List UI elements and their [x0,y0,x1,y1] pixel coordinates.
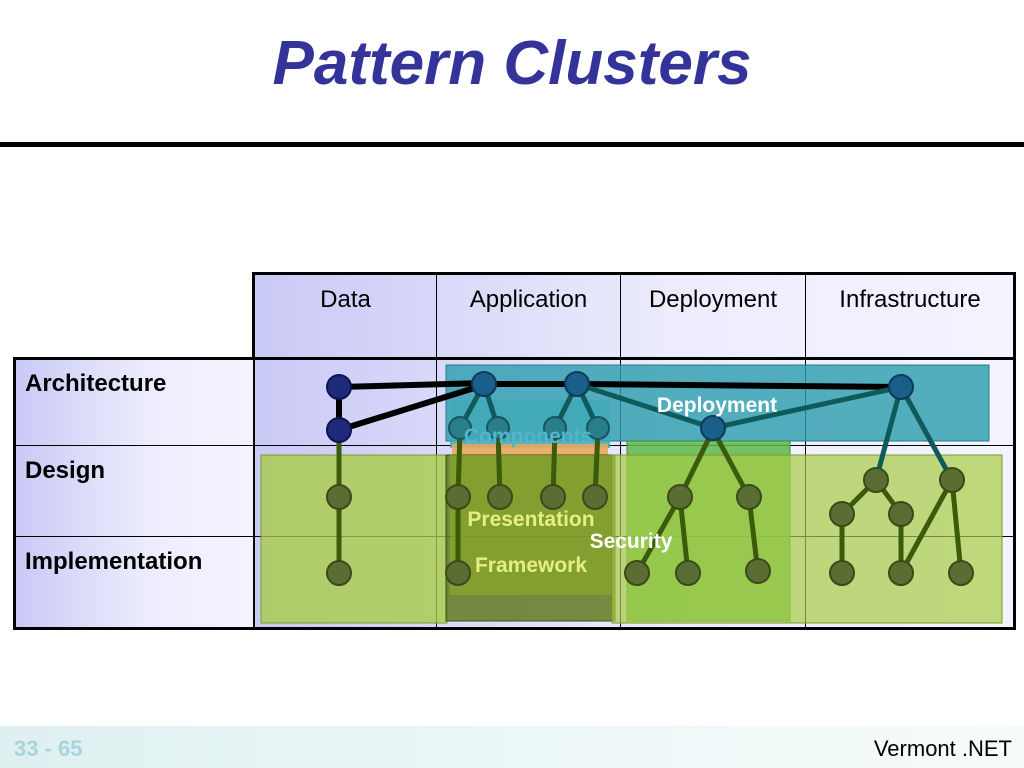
column-divider-3 [805,274,806,629]
node-application-design-3 [540,484,566,510]
node-infrastructure-design-2 [939,467,965,493]
node-infrastructure-design-1 [863,467,889,493]
column-header-infrastructure: Infrastructure [839,286,981,313]
node-deployment-implementation-1 [624,560,650,586]
node-infrastructure-implementation-2 [888,560,914,586]
node-application-design-4 [582,484,608,510]
column-header-deployment: Deployment [648,286,778,313]
node-infrastructure-design-3 [829,501,855,527]
column-divider-2 [620,274,621,629]
cluster-label-framework: Framework [475,554,587,577]
components-cluster-region [450,400,610,448]
lower-nodes [326,467,974,586]
node-deployment-implementation-3 [745,558,771,584]
node-infrastructure-implementation-3 [948,560,974,586]
node-infrastructure-architecture [888,374,914,400]
presentation-cluster-region [450,455,612,595]
components-orange-band [452,444,608,456]
node-infrastructure-implementation-1 [829,560,855,586]
node-application-implementation [445,560,471,586]
node-application-design-2 [487,484,513,510]
row-header-design: Design [25,457,106,484]
table-right-border [1013,272,1016,630]
column-header-application: Application [469,286,588,313]
node-application-architecture-2 [564,371,590,397]
node-deployment-architecture [700,415,726,441]
table-top-border [252,272,1016,275]
cluster-label-components: Components [464,425,592,448]
slide-title: Pattern Clusters [272,29,752,98]
table-bottom-border [13,627,1016,630]
cluster-label-presentation: Presentation [467,508,594,531]
architecture-nodes [326,371,914,443]
security-wide-region [611,454,1003,624]
node-deployment-implementation-2 [675,560,701,586]
slide-footer [0,726,1024,768]
node-components-4 [586,416,610,440]
page-number: 33 - 65 [14,736,83,761]
footer-brand: Vermont .NET [873,736,1012,761]
row-header-architecture: Architecture [25,370,167,397]
node-data-design [326,484,352,510]
cluster-label-deployment: Deployment [657,394,777,417]
table-left-border [13,357,16,630]
node-infrastructure-design-4 [888,501,914,527]
table-left-border-header [252,272,255,360]
node-components-2 [486,416,510,440]
column-divider-0 [253,359,255,629]
node-data-architecture-2 [326,417,352,443]
column-header-data: Data [320,286,371,313]
cluster-label-security: Security [590,530,673,553]
title-divider [0,142,1024,147]
node-application-design-1 [445,484,471,510]
data-design-cluster-region [260,454,448,624]
node-deployment-design-2 [736,484,762,510]
column-divider-1 [436,274,437,629]
node-data-implementation [326,560,352,586]
node-components-3 [543,416,567,440]
node-components-1 [448,416,472,440]
node-application-architecture-1 [471,371,497,397]
node-deployment-design-1 [667,484,693,510]
row-header-implementation: Implementation [25,548,203,575]
row-header-column-background [14,359,254,629]
header-row-background [254,274,1015,359]
node-data-architecture-1 [326,374,352,400]
table-header-bottom-border [13,357,1016,360]
